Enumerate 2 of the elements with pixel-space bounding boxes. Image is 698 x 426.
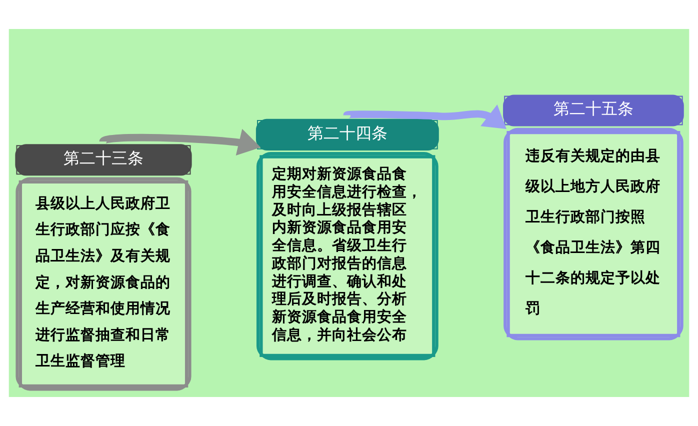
arrow <box>100 128 261 156</box>
arrow <box>346 104 506 129</box>
